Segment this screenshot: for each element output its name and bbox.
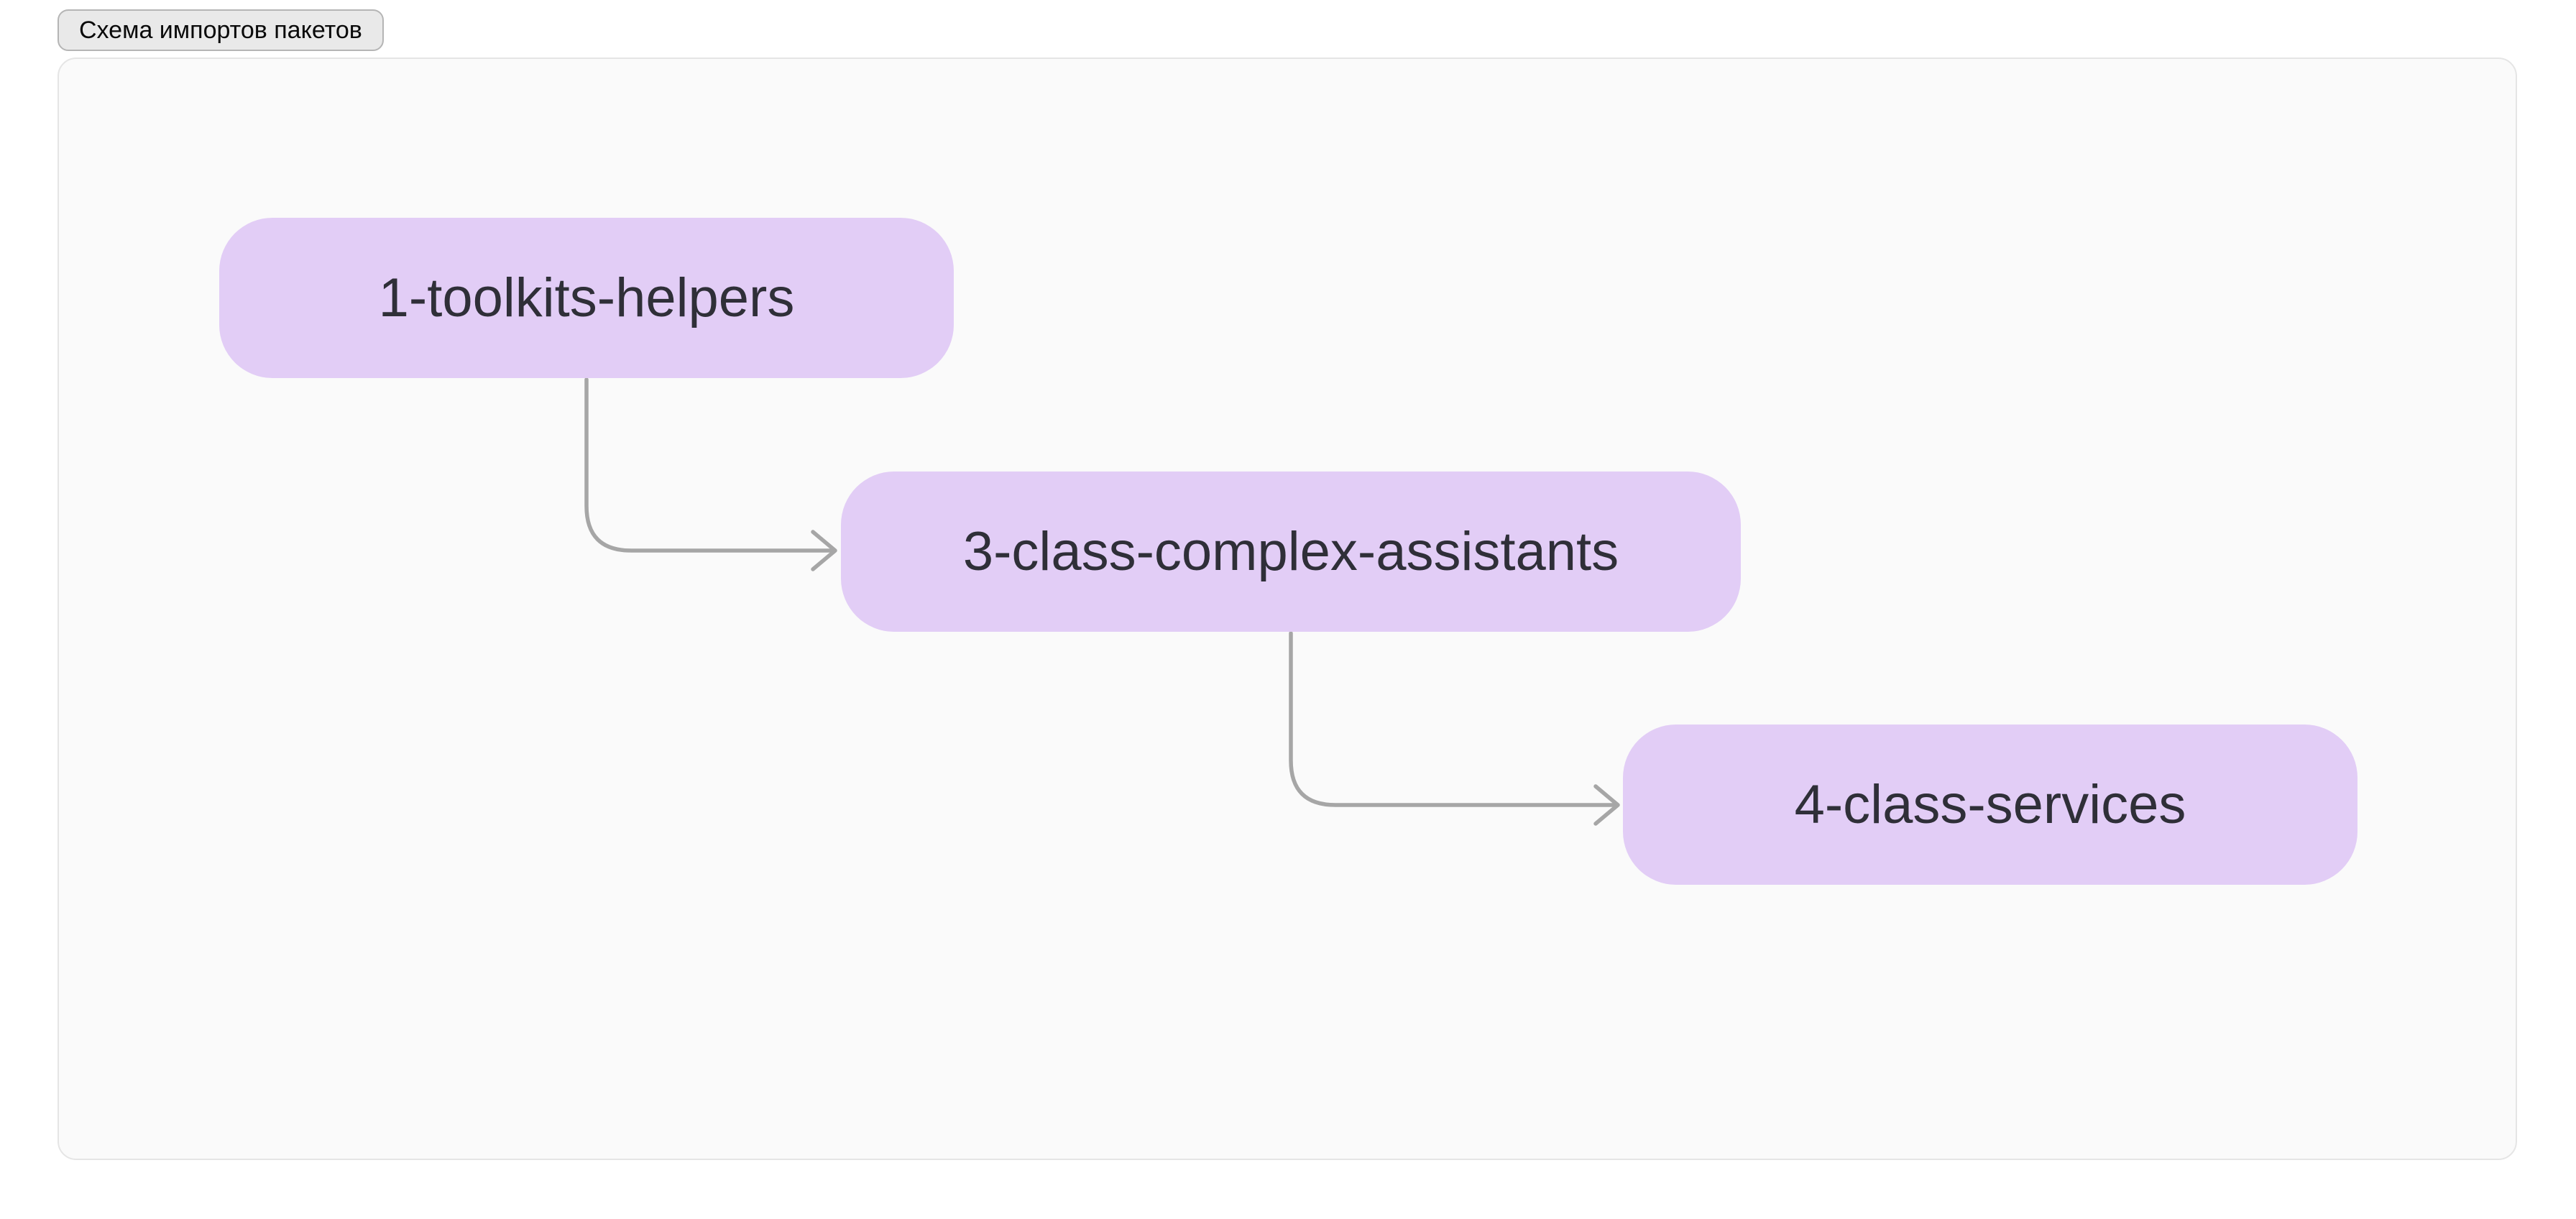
diagram-tag-button[interactable]: Схема импортов пакетов (58, 9, 384, 51)
node-4-class-services: 4-class-services (1623, 724, 2358, 885)
node-1-toolkits-helpers: 1-toolkits-helpers (219, 218, 954, 378)
node-3-class-complex-assistants: 3-class-complex-assistants (841, 472, 1741, 632)
